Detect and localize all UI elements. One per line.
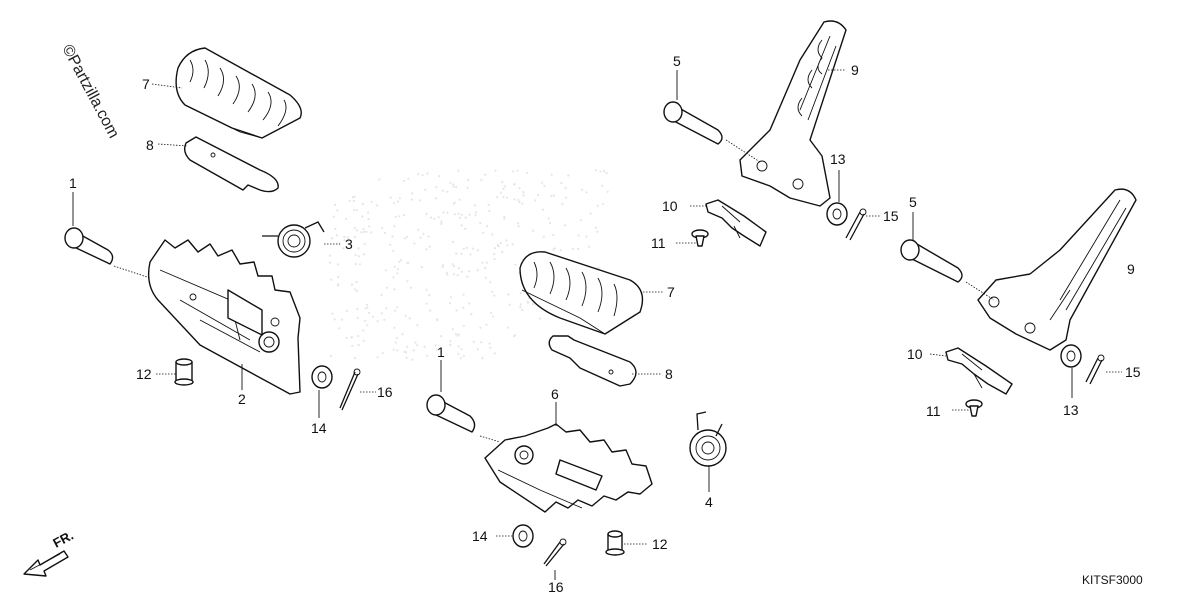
screw-part-11-lower[interactable] bbox=[965, 399, 983, 417]
callout-16-left: 16 bbox=[377, 384, 393, 400]
callout-7-left: 7 bbox=[142, 76, 150, 92]
spring-part-3[interactable] bbox=[262, 221, 325, 258]
callout-14-left: 14 bbox=[311, 420, 327, 436]
callout-8-left: 8 bbox=[146, 137, 154, 153]
leader-lines bbox=[72, 69, 1122, 580]
callout-11-lower: 11 bbox=[926, 403, 941, 419]
callout-11-upper: 11 bbox=[651, 235, 666, 251]
callout-15-upper: 15 bbox=[883, 208, 899, 224]
rubber-pad-part-7-left[interactable] bbox=[175, 47, 302, 139]
callout-14-center: 14 bbox=[472, 528, 488, 544]
callout-12-left: 12 bbox=[136, 366, 152, 382]
footpeg-part-6[interactable] bbox=[484, 423, 653, 513]
clip-part-10-lower[interactable] bbox=[945, 347, 1013, 395]
spring-part-4[interactable] bbox=[689, 411, 727, 467]
screw-part-11-upper[interactable] bbox=[691, 229, 709, 247]
front-marker-label: FR. bbox=[50, 528, 76, 551]
bolt-part-12-left[interactable] bbox=[174, 358, 194, 386]
bracket-part-9-upper[interactable] bbox=[739, 20, 847, 207]
callout-12-center: 12 bbox=[652, 536, 668, 552]
callout-4: 4 bbox=[705, 494, 713, 510]
callout-7-center: 7 bbox=[667, 284, 675, 300]
callout-2: 2 bbox=[238, 391, 246, 407]
pin-part-5-upper[interactable] bbox=[663, 101, 723, 145]
callout-8-center: 8 bbox=[665, 366, 673, 382]
cotter-pin-part-16-left[interactable] bbox=[339, 368, 361, 411]
plate-part-8-center[interactable] bbox=[548, 335, 637, 387]
callout-10-lower: 10 bbox=[907, 346, 923, 362]
bracket-part-9-lower[interactable] bbox=[977, 188, 1137, 351]
callout-1-center: 1 bbox=[437, 344, 445, 360]
washer-part-13-lower[interactable] bbox=[1060, 344, 1082, 368]
callout-13-lower: 13 bbox=[1063, 402, 1079, 418]
clip-part-10-upper[interactable] bbox=[705, 199, 767, 247]
callout-15-lower: 15 bbox=[1125, 364, 1141, 380]
cotter-pin-part-16-center[interactable] bbox=[543, 538, 567, 567]
catalog-code: KITSF3000 bbox=[1082, 573, 1143, 587]
callout-13-upper: 13 bbox=[830, 151, 846, 167]
washer-part-14-left[interactable] bbox=[311, 365, 333, 389]
callout-5-upper: 5 bbox=[673, 53, 681, 69]
callout-labels: 7 8 1 3 12 2 14 16 1 6 7 8 4 14 16 12 5 … bbox=[69, 53, 1141, 595]
plate-part-8-left[interactable] bbox=[183, 136, 279, 193]
callout-5-lower: 5 bbox=[909, 194, 917, 210]
callout-6: 6 bbox=[551, 386, 559, 402]
cotter-pin-part-15-lower[interactable] bbox=[1085, 354, 1105, 385]
pin-part-1-center[interactable] bbox=[426, 394, 476, 433]
front-direction-marker: FR. bbox=[23, 528, 76, 577]
callout-16-center: 16 bbox=[548, 579, 564, 595]
footpeg-part-2[interactable] bbox=[147, 239, 301, 395]
bolt-part-12-center[interactable] bbox=[605, 530, 625, 556]
callout-1-left: 1 bbox=[69, 175, 77, 191]
callout-3: 3 bbox=[345, 236, 353, 252]
washer-part-14-center[interactable] bbox=[512, 524, 534, 548]
pin-part-1-left[interactable] bbox=[64, 227, 114, 265]
rubber-pad-part-7-center[interactable] bbox=[519, 251, 644, 335]
callout-9-upper: 9 bbox=[851, 62, 859, 78]
callout-10-upper: 10 bbox=[662, 198, 678, 214]
watermark-text: ©Partzilla.com bbox=[58, 42, 122, 141]
washer-part-13-upper[interactable] bbox=[826, 202, 848, 226]
callout-9-lower: 9 bbox=[1127, 261, 1135, 277]
cotter-pin-part-15-upper[interactable] bbox=[845, 208, 867, 241]
pin-part-5-lower[interactable] bbox=[900, 239, 963, 283]
